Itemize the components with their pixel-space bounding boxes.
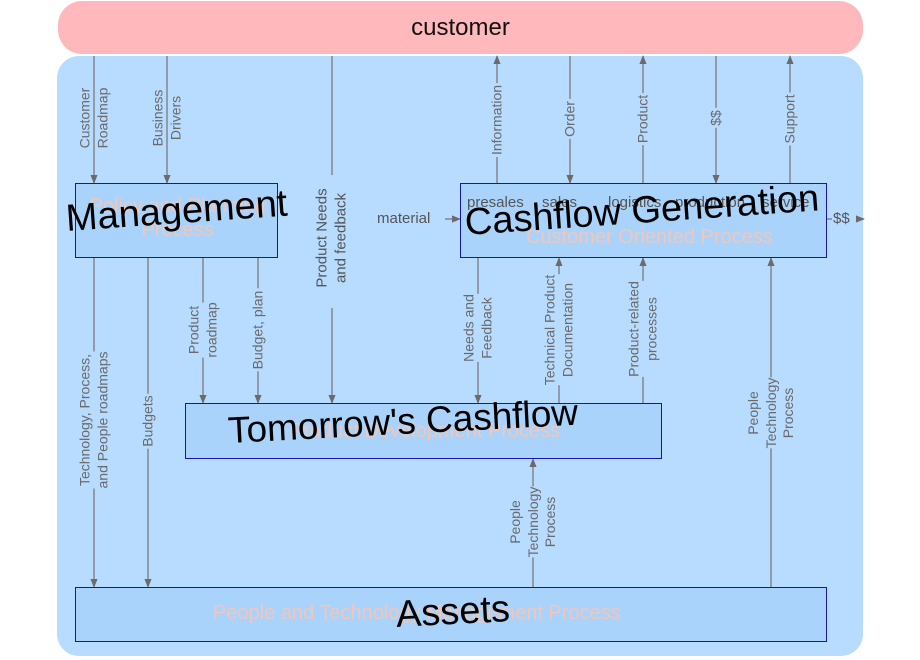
step-logistics: logistics [608,194,662,211]
label-budgets: Budgets [139,393,157,449]
assets-subtitle: People and Technology Management Process [213,602,621,624]
label-information: Information [488,82,506,158]
label-customer-roadmap: Customer Roadmap [76,87,111,149]
tomorrows-cashflow-subtitle: Product Development Process [290,420,561,442]
money-out-label: $$ [833,210,850,227]
label-support: Support [781,92,799,146]
label-product: Product [634,92,652,146]
tomorrows-cashflow-box: Product Development Process Tomorrow's C… [185,392,662,459]
cashflow-generation-subtitle: Customer Oriented Process [526,226,773,248]
label-budget-plan: Budget, plan [249,288,267,372]
label-money-in: $$ [707,108,725,128]
label-needs-feedback: Needs and Feedback [460,294,496,362]
customer-label: customer [411,13,510,41]
label-ppt-middle: People Technology Process [506,486,560,558]
customer-band: customer [58,1,863,54]
label-product-roadmap: Product roadmap [185,302,221,358]
step-presales: presales [467,194,524,211]
label-business-drivers: Business Drivers [149,89,184,147]
label-order: Order [561,99,579,139]
label-ppt-right: People Technology Process [744,377,798,449]
label-product-needs: Product Needs and feedback [313,188,349,288]
assets-title: Assets [394,588,511,636]
label-tech-doc: Technical Product Documentation [541,274,577,386]
management-box: Policy and Planning Process Management [65,183,289,258]
step-production: production [675,194,746,211]
assets-box: People and Technology Management Process… [75,587,827,642]
label-tech-roadmaps: Technology, Process, and People roadmaps [76,351,112,489]
step-sales: sales [542,194,578,211]
step-service: service [762,194,810,211]
label-product-processes: Product-related processes [625,281,661,377]
material-label: material [377,210,431,227]
management-subtitle: Policy and Planning Process [89,195,266,241]
cashflow-generation-box: Customer Oriented Process presales sales… [460,177,827,258]
